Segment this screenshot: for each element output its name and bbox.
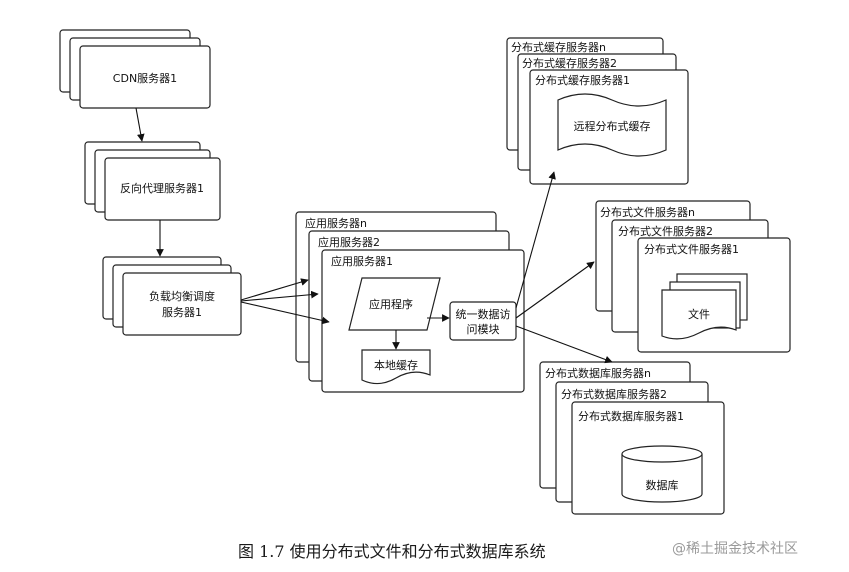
file-server-n-label: 分布式文件服务器n [600, 205, 695, 219]
application-program-shape [348, 277, 441, 331]
app-server-1-label: 应用服务器1 [331, 254, 393, 268]
remote-cache-label: 远程分布式缓存 [574, 119, 651, 133]
cdn-server-label: CDN服务器1 [113, 72, 177, 85]
data-access-module-box [449, 301, 517, 341]
connector-group [135, 107, 613, 364]
db-server-2-label: 分布式数据库服务器2 [561, 387, 667, 401]
reverse-proxy-label: 反向代理服务器1 [120, 181, 204, 195]
cdn-to-proxy-arrow [135, 107, 145, 142]
reverse-proxy-stack: 反向代理服务器1 [84, 141, 221, 221]
load-balancer-label-line1: 负载均衡调度 [149, 289, 215, 303]
remote-cache-shape [557, 93, 667, 157]
load-balancer-stack: 负载均衡调度 服务器1 [102, 256, 242, 336]
cdn-server-stack: CDN服务器1 [59, 29, 211, 109]
local-cache-label: 本地缓存 [374, 358, 418, 372]
local-cache-shape [361, 349, 431, 385]
db-server-1-label: 分布式数据库服务器1 [578, 409, 684, 423]
lb-to-app-n-arrow [240, 278, 309, 301]
file-server-2-label: 分布式文件服务器2 [618, 224, 713, 238]
watermark: @稀土掘金技术社区 [672, 541, 798, 557]
file-label: 文件 [688, 307, 710, 321]
module-to-db-arrow [515, 325, 613, 364]
lb-to-app-2-arrow [240, 290, 319, 302]
db-server-n-label: 分布式数据库服务器n [545, 366, 651, 380]
distributed-database-stack: 分布式数据库服务器n 分布式数据库服务器2 分布式数据库服务器1 数据库 [539, 361, 725, 515]
application-program-label: 应用程序 [369, 297, 413, 311]
app-server-stack: 应用服务器n 应用服务器2 应用服务器1 应用程序 本地缓存 统一数据访 问模块 [295, 211, 525, 393]
app-server-n-label: 应用服务器n [305, 216, 367, 230]
distributed-cache-stack: 分布式缓存服务器n 分布式缓存服务器2 分布式缓存服务器1 远程分布式缓存 [506, 37, 689, 185]
file-shape [661, 289, 737, 340]
cache-server-n-label: 分布式缓存服务器n [511, 40, 606, 54]
lb-to-app-1-arrow [240, 301, 330, 325]
database-label: 数据库 [646, 478, 679, 492]
distributed-file-stack: 分布式文件服务器n 分布式文件服务器2 分布式文件服务器1 文件 [595, 200, 791, 353]
module-to-file-arrow [515, 261, 595, 319]
cache-server-2-label: 分布式缓存服务器2 [522, 56, 617, 70]
cache-server-1-label: 分布式缓存服务器1 [535, 73, 630, 87]
app-server-2-label: 应用服务器2 [318, 235, 380, 249]
database-cylinder [621, 445, 703, 503]
file-server-1-label: 分布式文件服务器1 [644, 242, 739, 256]
module-to-cache-arrow [515, 171, 556, 309]
data-access-label-line2: 问模块 [467, 323, 500, 336]
data-access-label-line1: 统一数据访 [456, 307, 511, 321]
load-balancer-label-line2: 服务器1 [162, 306, 202, 319]
figure-caption: 图 1.7 使用分布式文件和分布式数据库系统 [238, 542, 546, 561]
